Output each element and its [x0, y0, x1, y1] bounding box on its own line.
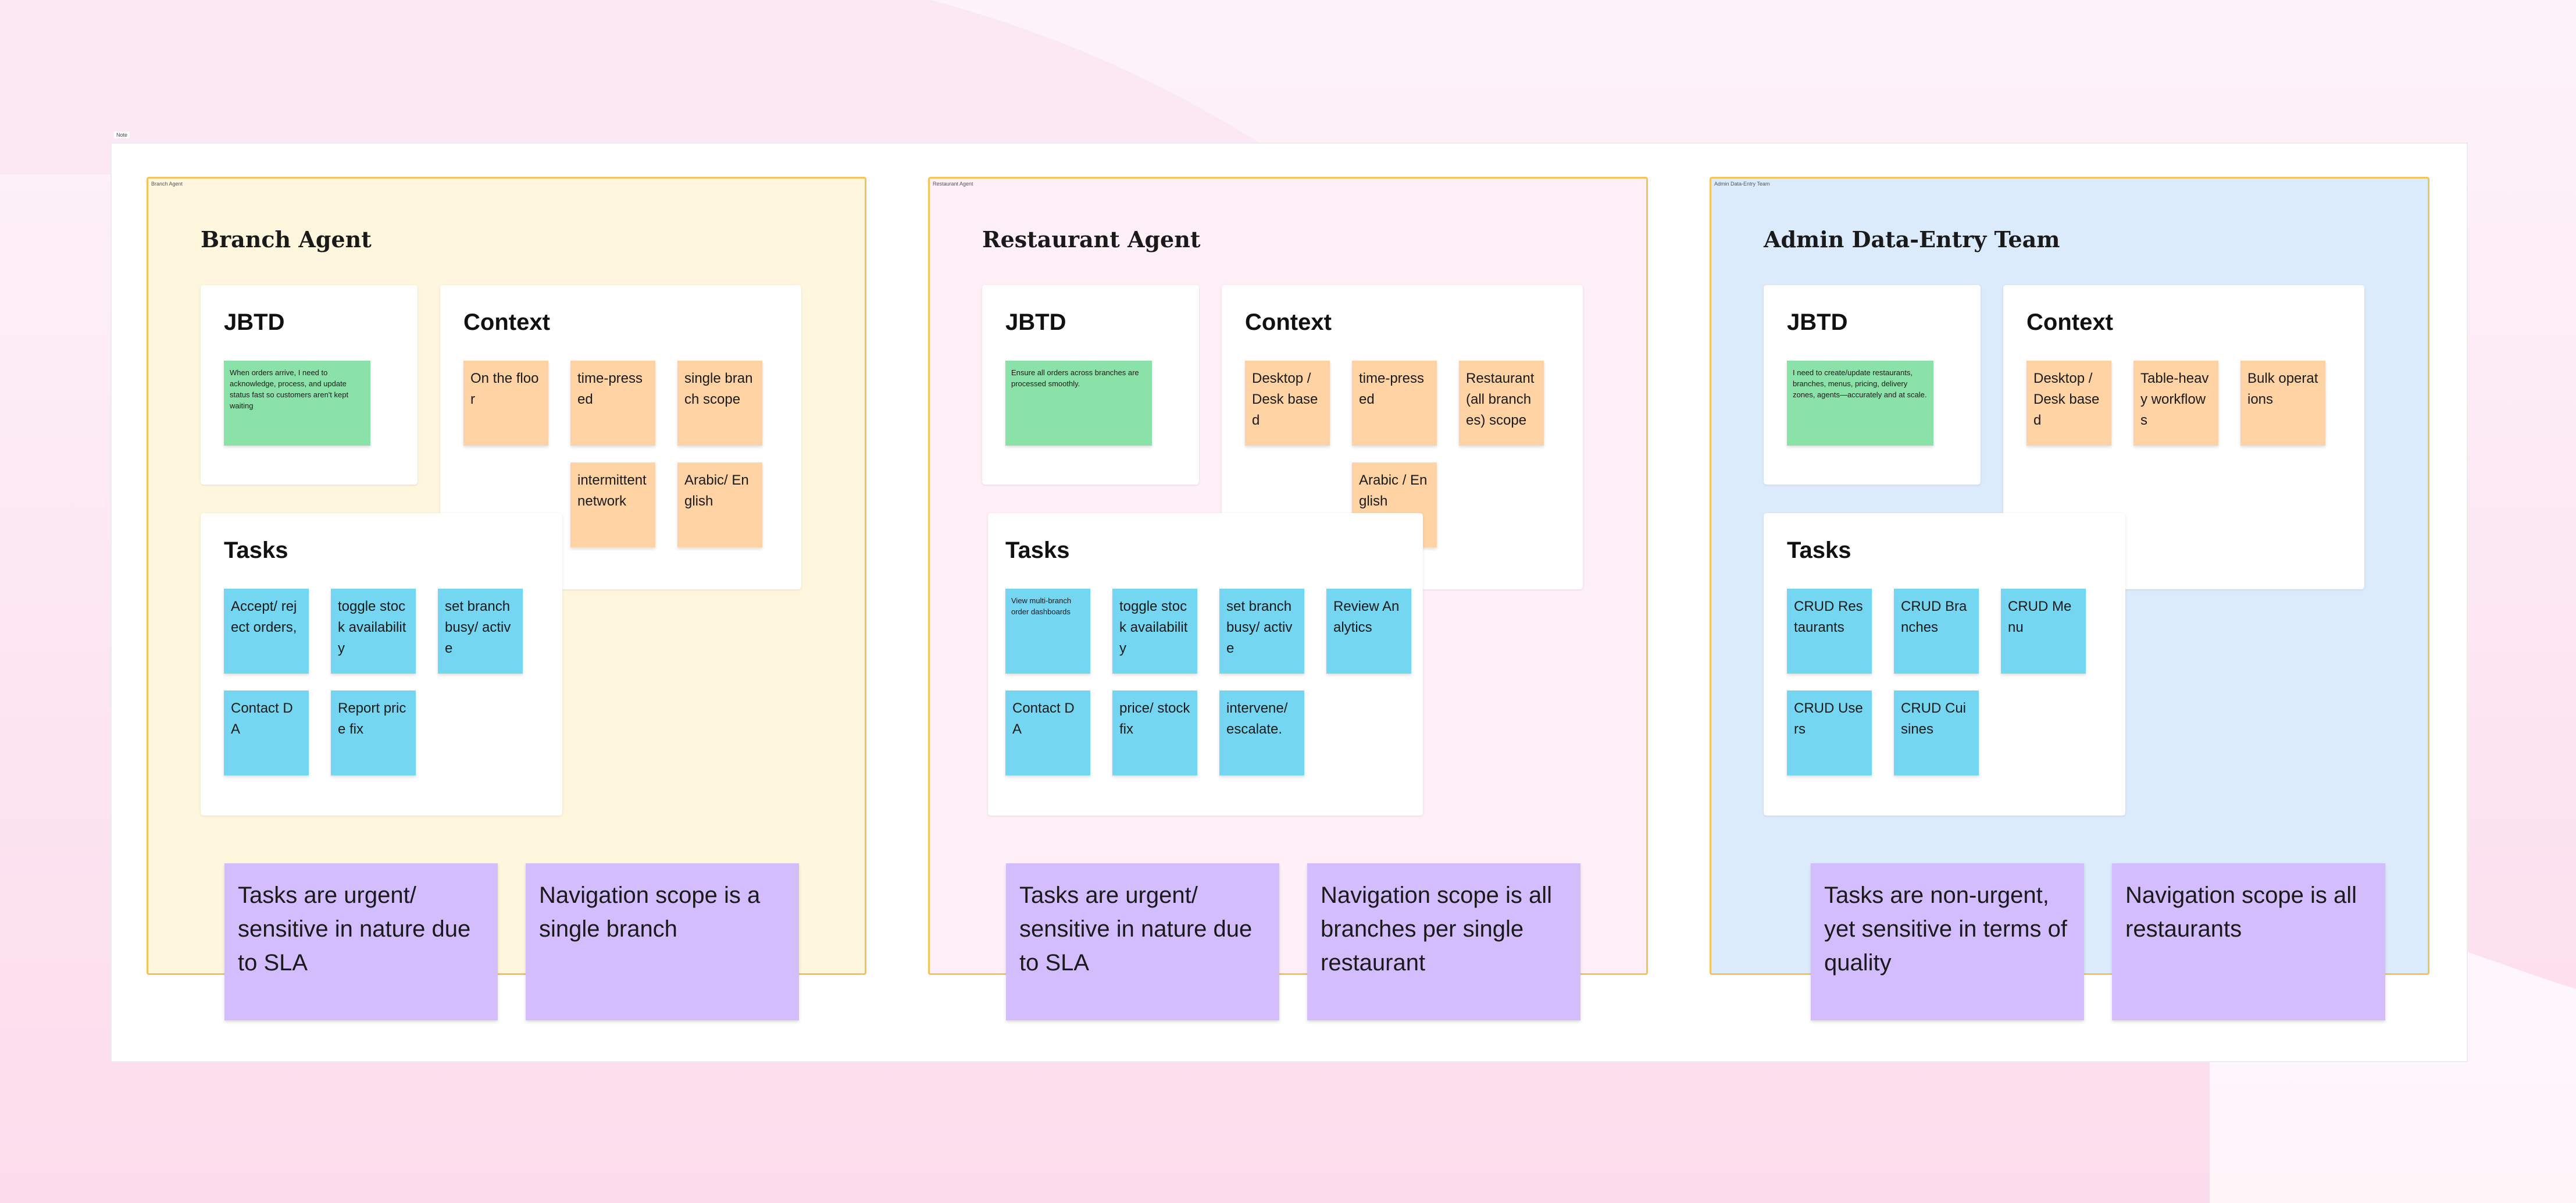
tasks-card[interactable]: Tasks CRUD Restaurants CRUD Branches CRU…: [1764, 513, 2125, 816]
section-title: Restaurant Agent: [982, 226, 1201, 252]
section-tag: Restaurant Agent: [933, 181, 973, 187]
jbtd-title: JBTD: [1787, 309, 1848, 335]
context-sticky[interactable]: Desktop / Desk based: [2026, 361, 2111, 446]
jbtd-title: JBTD: [224, 309, 285, 335]
context-sticky[interactable]: time-pressed: [570, 361, 655, 446]
task-sticky[interactable]: CRUD Cuisines: [1894, 691, 1979, 775]
context-sticky[interactable]: time-pressed: [1352, 361, 1437, 446]
section-title: Branch Agent: [201, 226, 372, 252]
task-sticky[interactable]: CRUD Restaurants: [1787, 589, 1872, 674]
insight-sticky[interactable]: Navigation scope is all restaurants: [2112, 863, 2385, 1020]
task-sticky[interactable]: toggle stock availability: [1112, 589, 1197, 674]
tasks-title: Tasks: [1787, 538, 1851, 563]
section-tag: Admin Data-Entry Team: [1714, 181, 1770, 187]
task-sticky[interactable]: Contact DA: [224, 691, 309, 775]
context-sticky[interactable]: Restaurant (all branches) scope: [1459, 361, 1544, 446]
jbtd-sticky[interactable]: When orders arrive, I need to acknowledg…: [224, 361, 370, 446]
context-sticky[interactable]: intermittent network: [570, 462, 655, 547]
section-title: Admin Data-Entry Team: [1764, 226, 2060, 252]
task-sticky[interactable]: Accept/ reject orders,: [224, 589, 309, 674]
section-tag: Branch Agent: [151, 181, 183, 187]
task-sticky[interactable]: toggle stock availability: [331, 589, 416, 674]
insight-sticky[interactable]: Tasks are non-urgent, yet sensitive in t…: [1811, 863, 2084, 1020]
tasks-card[interactable]: Tasks Accept/ reject orders, toggle stoc…: [201, 513, 562, 816]
context-title: Context: [2026, 309, 2113, 335]
section-branch-agent[interactable]: Branch Agent Branch Agent JBTD When orde…: [147, 177, 866, 975]
section-restaurant-agent[interactable]: Restaurant Agent Restaurant Agent JBTD E…: [928, 177, 1648, 975]
task-sticky[interactable]: CRUD Branches: [1894, 589, 1979, 674]
task-sticky[interactable]: CRUD Users: [1787, 691, 1872, 775]
context-sticky[interactable]: On the floor: [463, 361, 548, 446]
section-admin-data-entry[interactable]: Admin Data-Entry Team Admin Data-Entry T…: [1710, 177, 2429, 975]
task-sticky[interactable]: intervene/ escalate.: [1219, 691, 1304, 775]
context-sticky[interactable]: Arabic/ English: [677, 462, 762, 547]
context-sticky[interactable]: Desktop / Desk based: [1245, 361, 1330, 446]
context-sticky[interactable]: Bulk operations: [2240, 361, 2325, 446]
jbtd-title: JBTD: [1005, 309, 1066, 335]
task-sticky[interactable]: price/ stock fix: [1112, 691, 1197, 775]
task-sticky[interactable]: set branch busy/ active: [1219, 589, 1304, 674]
context-title: Context: [463, 309, 550, 335]
insight-sticky[interactable]: Tasks are urgent/ sensitive in nature du…: [224, 863, 498, 1020]
jbtd-card[interactable]: JBTD Ensure all orders across branches a…: [982, 285, 1199, 485]
insight-sticky[interactable]: Tasks are urgent/ sensitive in nature du…: [1006, 863, 1279, 1020]
tasks-title: Tasks: [1005, 538, 1070, 563]
task-sticky[interactable]: Contact DA: [1005, 691, 1090, 775]
task-sticky[interactable]: View multi-branch order dashboards: [1005, 589, 1090, 674]
task-sticky[interactable]: set branch busy/ active: [438, 589, 523, 674]
insight-sticky[interactable]: Navigation scope is all branches per sin…: [1307, 863, 1580, 1020]
jbtd-card[interactable]: JBTD When orders arrive, I need to ackno…: [201, 285, 418, 485]
context-sticky[interactable]: single branch scope: [677, 361, 762, 446]
task-sticky[interactable]: Report price fix: [331, 691, 416, 775]
jbtd-card[interactable]: JBTD I need to create/update restaurants…: [1764, 285, 1981, 485]
tasks-title: Tasks: [224, 538, 288, 563]
board-label: Note: [114, 131, 130, 138]
task-sticky[interactable]: Review Analytics: [1326, 589, 1411, 674]
tasks-card[interactable]: Tasks View multi-branch order dashboards…: [988, 513, 1423, 816]
jbtd-sticky[interactable]: Ensure all orders across branches are pr…: [1005, 361, 1152, 446]
jbtd-sticky[interactable]: I need to create/update restaurants, bra…: [1787, 361, 1933, 446]
task-sticky[interactable]: CRUD Menu: [2001, 589, 2086, 674]
context-sticky[interactable]: Table-heavy workflows: [2133, 361, 2218, 446]
insight-sticky[interactable]: Navigation scope is a single branch: [526, 863, 799, 1020]
context-title: Context: [1245, 309, 1332, 335]
context-card[interactable]: Context On the floor time-pressed single…: [440, 285, 801, 589]
